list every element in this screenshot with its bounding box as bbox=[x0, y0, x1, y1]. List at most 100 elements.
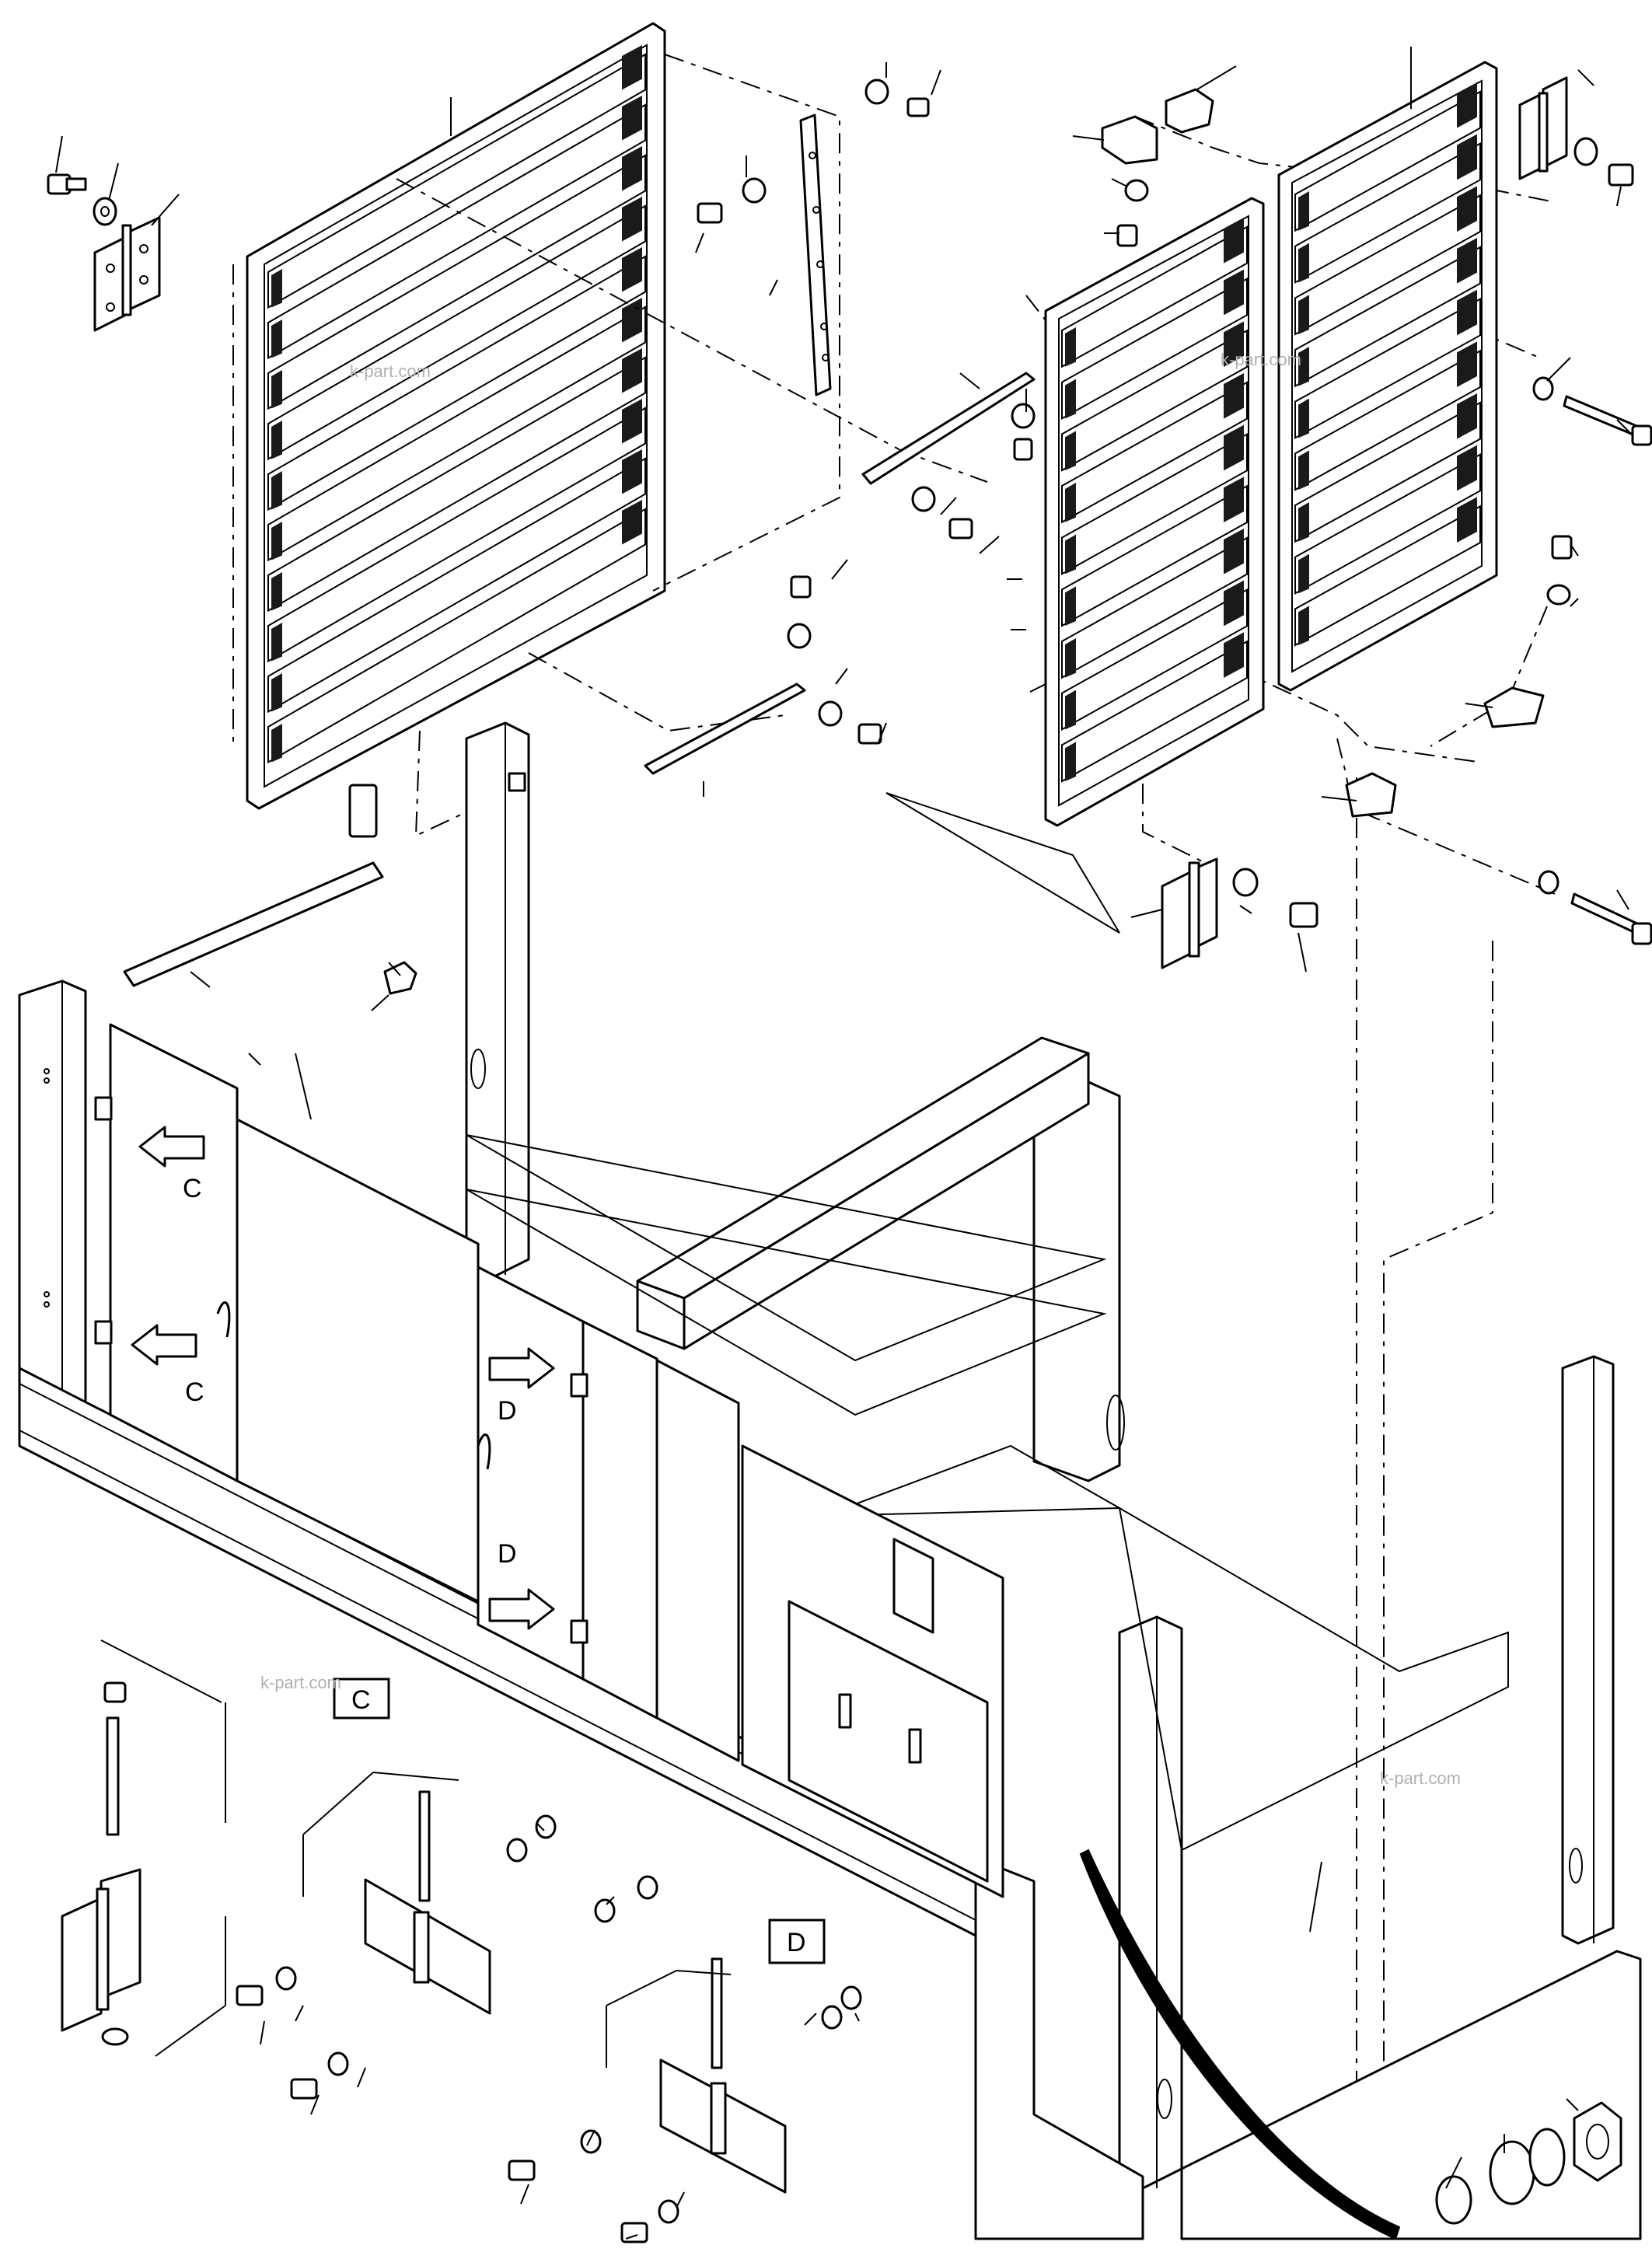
callout-d-top: D bbox=[498, 1396, 517, 1426]
louver-vent bbox=[271, 269, 282, 308]
louver-vent bbox=[1298, 502, 1309, 542]
leader-line bbox=[1616, 889, 1629, 910]
louver-vent bbox=[1224, 529, 1244, 574]
bolt-right-lower bbox=[1538, 870, 1652, 945]
right-front-post bbox=[1118, 1615, 1183, 2190]
leader-line bbox=[357, 2067, 366, 2088]
leader-line bbox=[302, 1772, 374, 1835]
bolt-right-mid bbox=[1546, 535, 1573, 606]
leader-line bbox=[295, 1053, 312, 1120]
leader-line bbox=[1465, 703, 1493, 708]
far-right-post bbox=[1561, 1355, 1615, 1945]
louver-vent bbox=[622, 449, 642, 494]
louver-vent bbox=[622, 45, 642, 90]
leader-line bbox=[1570, 543, 1579, 557]
leader-line bbox=[676, 1970, 732, 1975]
watermarks: k-part.com k-part.com k-part.com k-part.… bbox=[260, 350, 1461, 1788]
louver-vent bbox=[1224, 321, 1244, 367]
callout-c-top: C bbox=[183, 1174, 202, 1203]
louver-slat bbox=[1294, 452, 1481, 595]
leader-line bbox=[248, 1053, 261, 1066]
stay-bar bbox=[123, 784, 417, 995]
louver-slat bbox=[267, 407, 646, 663]
louver-vent bbox=[1457, 134, 1477, 180]
hinge-top-right bbox=[1518, 76, 1634, 187]
reference-leader-lines bbox=[55, 47, 1633, 2240]
louver-vent bbox=[622, 96, 642, 141]
leader-line bbox=[1616, 419, 1633, 436]
leader-line bbox=[1196, 65, 1237, 90]
angle-brackets-right bbox=[1345, 686, 1545, 818]
louver-vent bbox=[1224, 373, 1244, 419]
louver-vent bbox=[1298, 295, 1309, 334]
louver-vent bbox=[622, 348, 642, 393]
louver-vent bbox=[1298, 606, 1309, 645]
louver-vent bbox=[622, 500, 642, 545]
louver-slat bbox=[1294, 141, 1481, 285]
louver-slat bbox=[1294, 246, 1481, 388]
louver-slat bbox=[1061, 329, 1248, 472]
louver-slat bbox=[1061, 536, 1248, 679]
louver-slat bbox=[1294, 194, 1481, 336]
hinge-mid-right bbox=[1161, 857, 1318, 969]
leader-line bbox=[625, 2234, 638, 2240]
louver-vent bbox=[271, 623, 282, 662]
leader-line bbox=[388, 962, 401, 976]
leader-line bbox=[1130, 909, 1163, 918]
louver-vent bbox=[1065, 327, 1076, 367]
horizontal-bracket-strip-upper bbox=[861, 372, 1036, 485]
louver-vent bbox=[622, 247, 642, 292]
louver-vent bbox=[271, 471, 282, 510]
detail-d-label: D bbox=[787, 1928, 806, 1957]
large-louver-panel bbox=[246, 22, 666, 810]
louver-vent bbox=[1457, 289, 1477, 336]
louver-vent bbox=[271, 724, 282, 763]
louver-slat bbox=[1294, 505, 1481, 647]
detail-c-box bbox=[333, 1678, 390, 1720]
louver-vent bbox=[1224, 218, 1244, 264]
louver-vent bbox=[1065, 534, 1076, 574]
louver-vent bbox=[271, 673, 282, 712]
side-door-panels bbox=[109, 792, 1120, 1898]
louver-vent bbox=[271, 319, 282, 358]
cable-gland-fittings bbox=[1435, 2101, 1622, 2225]
leader-line bbox=[835, 668, 848, 685]
leader-line bbox=[1546, 357, 1571, 382]
louver-slat bbox=[1061, 640, 1248, 783]
leader-line bbox=[1072, 135, 1105, 141]
leader-line bbox=[1616, 186, 1622, 207]
leader-line bbox=[695, 232, 704, 253]
louver-vent bbox=[1457, 341, 1477, 387]
louver-vent bbox=[1298, 191, 1309, 231]
louver-slat bbox=[267, 154, 646, 410]
front-louver-panel bbox=[1044, 197, 1265, 827]
louver-slat bbox=[1061, 225, 1248, 368]
louver-vent bbox=[271, 572, 282, 611]
louver-slat bbox=[267, 255, 646, 512]
louver-vent bbox=[1224, 424, 1244, 471]
grounding-strap bbox=[1079, 1849, 1401, 2240]
small-brackets-top-right bbox=[1101, 88, 1214, 247]
leader-line bbox=[586, 2129, 595, 2146]
louver-slat bbox=[1294, 90, 1481, 232]
louver-slat bbox=[1294, 349, 1481, 491]
vertical-bracket-strip bbox=[799, 113, 832, 396]
louver-vent bbox=[1065, 483, 1076, 522]
louver-vent bbox=[1298, 347, 1309, 386]
detail-d-box bbox=[768, 1919, 826, 1964]
louver-vent bbox=[1457, 82, 1477, 128]
leader-line bbox=[1239, 905, 1252, 914]
rear-louver-panel bbox=[1277, 61, 1498, 692]
louver-vent bbox=[622, 399, 642, 444]
leader-line bbox=[931, 69, 941, 96]
detail-d-hinge-assembly: D bbox=[508, 1919, 862, 2243]
louver-slat bbox=[1294, 401, 1481, 543]
bolt-right-upper bbox=[1532, 376, 1652, 446]
leader-line bbox=[1577, 69, 1594, 86]
leader-line bbox=[878, 722, 887, 743]
leader-line bbox=[260, 2020, 265, 2045]
leader-line bbox=[676, 2191, 685, 2208]
rear-right-post bbox=[1032, 1075, 1125, 1482]
leader-line bbox=[979, 536, 1000, 554]
leader-line bbox=[108, 162, 119, 201]
